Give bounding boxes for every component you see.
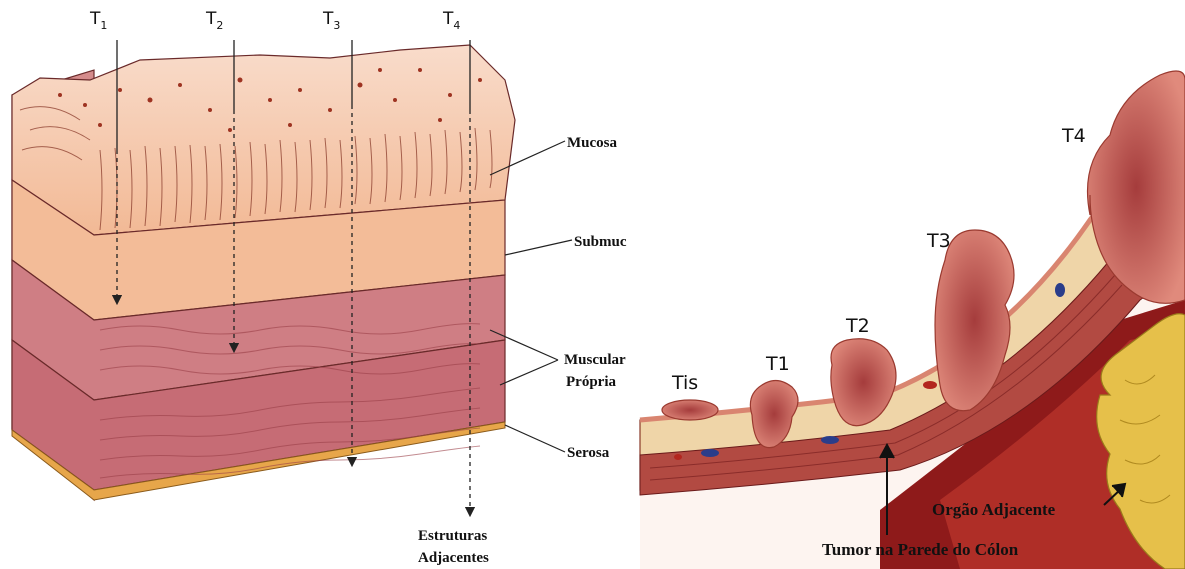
t4-label: T4 (442, 9, 460, 32)
stage-tis-label: Tis (671, 372, 698, 394)
vein (821, 436, 839, 444)
tumor-tis (662, 400, 718, 420)
serosa-leader (505, 425, 565, 452)
artery (674, 454, 682, 460)
mucosa-label: Mucosa (567, 135, 617, 151)
colon-wall-cross-section (640, 71, 1185, 569)
adjacent-organ-label: Orgão Adjacente (932, 500, 1056, 519)
tumor-wall-label: Tumor na Parede do Cólon (822, 540, 1019, 559)
submucosa-leader (505, 240, 572, 255)
stage-t1-label: T1 (765, 353, 790, 375)
muscularis-leader-2 (500, 360, 558, 385)
artery (923, 381, 937, 389)
t1-label: T1 (89, 9, 107, 32)
t3-label: T3 (322, 9, 340, 32)
muscularis-label-line1: Muscular (564, 352, 626, 368)
t2-label: T2 (205, 9, 223, 32)
muscularis-label-line2: Própria (566, 374, 616, 390)
serosa-label: Serosa (567, 445, 610, 461)
colon-wall-block (12, 45, 515, 500)
vein (1055, 283, 1065, 297)
adjacent-structures-line1: Estruturas (418, 528, 487, 544)
stage-t2-label: T2 (845, 315, 870, 337)
vein (701, 449, 719, 457)
left-stage-labels: T1 T2 T3 T4 (89, 9, 460, 32)
stage-t3-label: T3 (926, 230, 951, 252)
submucosa-label: Submuc (574, 234, 627, 250)
adjacent-structures-line2: Adjacentes (418, 550, 489, 566)
stage-t4-label: T4 (1061, 125, 1086, 147)
